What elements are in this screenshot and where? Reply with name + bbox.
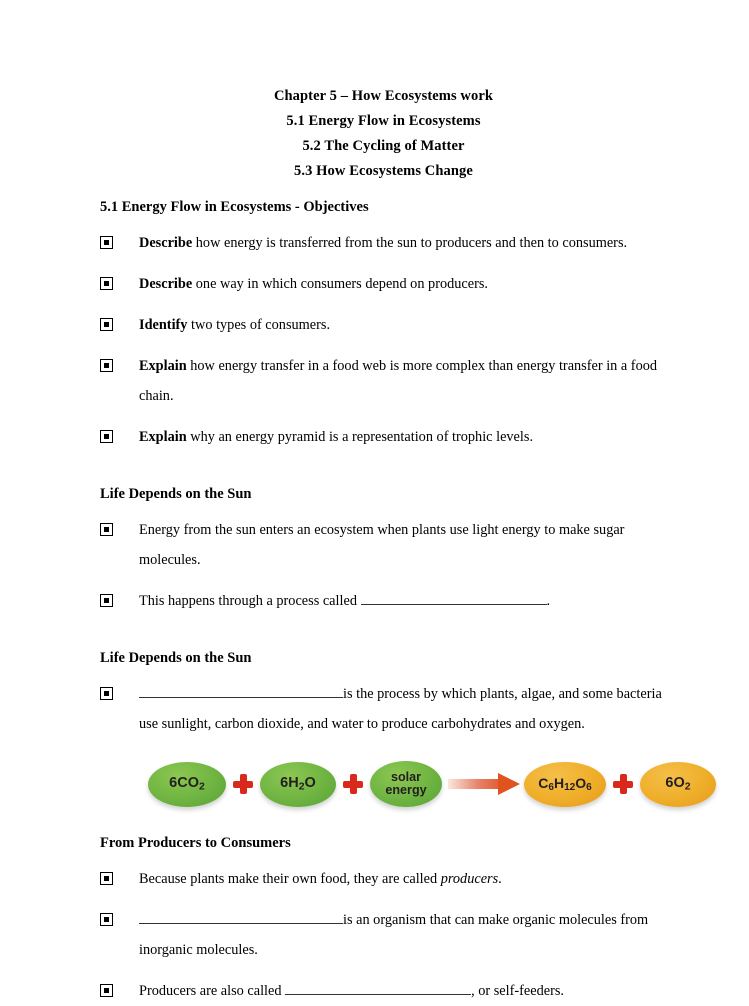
list-item-emphasis: producers xyxy=(440,871,499,887)
square-bullet-icon xyxy=(100,359,113,372)
plus-sign-icon xyxy=(233,774,253,794)
fill-in-blank[interactable] xyxy=(139,923,343,924)
square-bullet-icon xyxy=(100,523,113,536)
list-item-text-after: . xyxy=(546,593,551,609)
square-bullet-icon xyxy=(100,984,113,997)
list-item: Energy from the sun enters an ecosystem … xyxy=(100,515,667,575)
list-item-lead: Describe xyxy=(139,235,193,251)
list-item-text-after: . xyxy=(498,871,502,887)
heading-life-depends-sun-2: Life Depends on the Sun xyxy=(100,650,252,666)
section-title-5-1: 5.1 Energy Flow in Ecosystems xyxy=(286,113,481,129)
list-item: Identify two types of consumers. xyxy=(100,310,667,340)
list-item-text: is the process by which plants, algae, a… xyxy=(139,686,662,732)
heading-objectives: 5.1 Energy Flow in Ecosystems - Objectiv… xyxy=(100,199,369,215)
list-item: This happens through a process called . xyxy=(100,586,667,616)
molecule-oxygen: 6O2 xyxy=(640,761,716,807)
list-item: Because plants make their own food, they… xyxy=(100,864,667,894)
list-item-lead: Describe xyxy=(139,276,193,292)
document-page: Chapter 5 – How Ecosystems work 5.1 Ener… xyxy=(100,84,716,999)
section-title-5-2: 5.2 The Cycling of Matter xyxy=(302,138,465,154)
yields-arrow-icon xyxy=(448,773,520,795)
list-item-text: two types of consumers. xyxy=(187,317,331,333)
producers-to-consumers-list: Because plants make their own food, they… xyxy=(100,864,667,1006)
arrow-head xyxy=(498,773,520,795)
heading-life-depends-sun-1: Life Depends on the Sun xyxy=(100,486,252,502)
square-bullet-icon xyxy=(100,913,113,926)
list-item-text: is an organism that can make organic mol… xyxy=(139,912,649,958)
square-bullet-icon xyxy=(100,872,113,885)
square-bullet-icon xyxy=(100,430,113,443)
list-item-text: how energy transfer in a food web is mor… xyxy=(139,358,658,404)
list-item-lead: Explain xyxy=(139,358,187,374)
list-item: Explain why an energy pyramid is a repre… xyxy=(100,422,667,452)
square-bullet-icon xyxy=(100,687,113,700)
molecule-glucose: C6H12O6 xyxy=(524,761,606,807)
list-item-text: why an energy pyramid is a representatio… xyxy=(186,429,534,445)
plus-sign-icon xyxy=(343,774,363,794)
list-item: Describe how energy is transferred from … xyxy=(100,228,667,258)
square-bullet-icon xyxy=(100,594,113,607)
arrow-shaft xyxy=(448,779,502,789)
list-item-text: one way in which consumers depend on pro… xyxy=(192,276,488,292)
list-item-text: Producers are also called xyxy=(139,983,286,999)
list-item: is an organism that can make organic mol… xyxy=(100,905,667,965)
life-depends-sun-list-1: Energy from the sun enters an ecosystem … xyxy=(100,515,667,616)
square-bullet-icon xyxy=(100,236,113,249)
molecule-water: 6H2O xyxy=(260,761,336,807)
molecule-label: C6H12O6 xyxy=(538,774,592,794)
chapter-title: Chapter 5 – How Ecosystems work xyxy=(273,88,494,104)
list-item: Describe one way in which consumers depe… xyxy=(100,269,667,299)
fill-in-blank[interactable] xyxy=(360,604,547,605)
molecule-label: 6H2O xyxy=(280,775,316,793)
list-item: Producers are also called , or self-feed… xyxy=(100,976,667,1006)
square-bullet-icon xyxy=(100,318,113,331)
molecule-carbon-dioxide: 6CO2 xyxy=(148,761,226,807)
fill-in-blank[interactable] xyxy=(285,994,472,995)
list-item-text-after: , or self-feeders. xyxy=(471,983,564,999)
list-item-text: Because plants make their own food, they… xyxy=(139,871,441,887)
list-item: Explain how energy transfer in a food we… xyxy=(100,351,667,411)
life-depends-sun-list-2: is the process by which plants, algae, a… xyxy=(100,679,667,739)
heading-producers-to-consumers: From Producers to Consumers xyxy=(100,835,291,851)
list-item-text: This happens through a process called xyxy=(139,593,361,609)
list-item: is the process by which plants, algae, a… xyxy=(100,679,667,739)
title-block: Chapter 5 – How Ecosystems work 5.1 Ener… xyxy=(100,84,667,184)
objectives-list: Describe how energy is transferred from … xyxy=(100,228,667,452)
section-title-5-3: 5.3 How Ecosystems Change xyxy=(294,163,473,179)
list-item-lead: Identify xyxy=(139,317,188,333)
molecule-label: 6O2 xyxy=(665,775,691,793)
list-item-text: Energy from the sun enters an ecosystem … xyxy=(139,522,625,568)
list-item-lead: Explain xyxy=(139,429,187,445)
molecule-label: 6CO2 xyxy=(169,775,205,793)
plus-sign-icon xyxy=(613,774,633,794)
list-item-text: how energy is transferred from the sun t… xyxy=(192,235,628,251)
fill-in-blank[interactable] xyxy=(139,697,343,698)
square-bullet-icon xyxy=(100,277,113,290)
